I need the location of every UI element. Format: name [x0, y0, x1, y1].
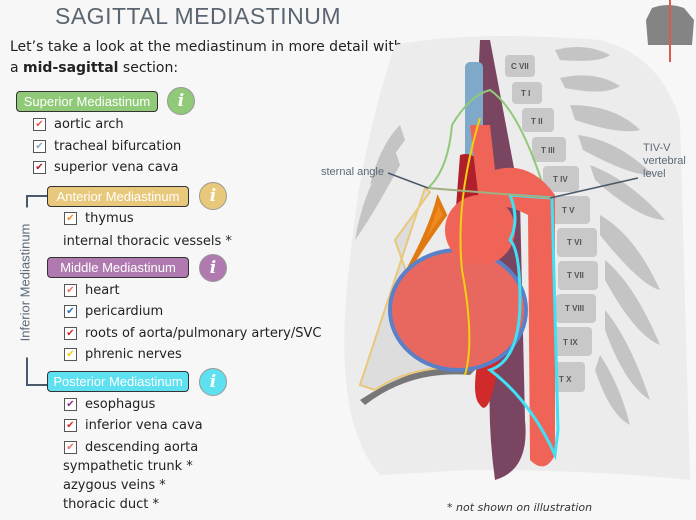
intro-bold: mid-sagittal [23, 60, 119, 76]
item-label: descending aorta [85, 440, 199, 455]
footnote: * not shown on illustration [447, 501, 593, 514]
inferior-mediastinum-label: Inferior Mediastinum [17, 207, 33, 358]
checkbox[interactable]: ✔ [33, 140, 46, 153]
list-item[interactable]: ✔ thymus [64, 211, 134, 226]
list-item[interactable]: ✔ esophagus [64, 397, 155, 412]
item-label: tracheal bifurcation [54, 139, 182, 154]
list-item[interactable]: ✔ descending aorta [64, 440, 198, 455]
list-item[interactable]: ✔ roots of aorta/pulmonary artery/SVC [64, 326, 321, 341]
item-label: inferior vena cava [85, 418, 203, 433]
unshown-item: sympathetic trunk * [63, 459, 193, 474]
list-item[interactable]: ✔ superior vena cava [33, 160, 178, 175]
middle-info-icon[interactable]: i [199, 254, 227, 282]
sternal-angle-plane [427, 187, 553, 199]
vertebra-label: T X [559, 375, 572, 384]
vertebra-label: T V [562, 206, 575, 215]
checkbox[interactable]: ✔ [64, 419, 77, 432]
anterior-info-icon[interactable]: i [199, 182, 227, 210]
checkbox[interactable]: ✔ [64, 348, 77, 361]
checkbox[interactable]: ✔ [64, 398, 77, 411]
checkbox[interactable]: ✔ [64, 284, 77, 297]
item-label: phrenic nerves [85, 347, 182, 362]
item-label: thymus [85, 211, 134, 226]
vertebral-column [505, 55, 598, 392]
vertebra-label: T IV [553, 175, 568, 184]
vertebra-label: T II [531, 117, 543, 126]
list-item[interactable]: ✔ inferior vena cava [64, 418, 203, 433]
item-label: heart [85, 283, 120, 298]
intro-line-2: a mid-sagittal section: [10, 60, 178, 76]
checkbox[interactable]: ✔ [64, 327, 77, 340]
intro-line-1: Let’s take a look at the mediastinum in … [10, 39, 403, 55]
posterior-mediastinum-button[interactable]: Posterior Mediastinum [47, 371, 189, 392]
vertebra-label: T VI [567, 238, 582, 247]
vertebral-level-pointer [549, 177, 639, 199]
list-item[interactable]: ✔ phrenic nerves [64, 347, 182, 362]
list-item[interactable]: ✔ pericardium [64, 304, 163, 319]
superior-mediastinum-button[interactable]: Superior Mediastinum [16, 91, 158, 112]
superior-mediastinum-outline [427, 88, 547, 196]
item-label: roots of aorta/pulmonary artery/SVC [85, 326, 322, 341]
vertebra-label: T III [541, 146, 555, 155]
vertebra-label: T IX [563, 338, 578, 347]
superior-info-icon[interactable]: i [167, 87, 195, 115]
vertebral-level-label: TIV-V vertebral level [643, 142, 686, 181]
anterior-mediastinum-button[interactable]: Anterior Mediastinum [47, 186, 189, 207]
item-label: pericardium [85, 304, 164, 319]
sternal-angle-label: sternal angle [321, 166, 384, 178]
checkbox[interactable]: ✔ [64, 441, 77, 454]
phrenic-nerve [459, 117, 481, 376]
vertebral-level-line: vertebral [643, 155, 686, 167]
middle-mediastinum-button[interactable]: Middle Mediastinum [47, 257, 189, 278]
page-title: SAGITTAL MEDIASTINUM [55, 3, 342, 29]
list-item[interactable]: ✔ heart [64, 283, 120, 298]
item-label: esophagus [85, 397, 156, 412]
item-label: superior vena cava [54, 160, 179, 175]
intro-text: a [10, 60, 24, 76]
checkbox[interactable]: ✔ [64, 305, 77, 318]
list-item[interactable]: ✔ aortic arch [33, 117, 124, 132]
vertebral-level-line: level [643, 168, 666, 180]
posterior-info-icon[interactable]: i [199, 368, 227, 396]
posterior-mediastinum-outline [486, 193, 560, 461]
unshown-item: internal thoracic vessels * [63, 234, 232, 249]
checkbox[interactable]: ✔ [33, 118, 46, 131]
vertebra-label: C VII [511, 62, 529, 71]
thumbnail-torso-icon [646, 0, 694, 62]
item-label: aortic arch [54, 117, 124, 132]
list-item[interactable]: ✔ tracheal bifurcation [33, 139, 181, 154]
checkbox[interactable]: ✔ [64, 212, 77, 225]
vertebra-label: T VIII [565, 304, 584, 313]
sternal-angle-pointer [387, 172, 429, 189]
checkbox[interactable]: ✔ [33, 161, 46, 174]
descending-aorta [470, 125, 555, 467]
vertebra-label: T I [521, 89, 530, 98]
heart [388, 248, 528, 372]
unshown-item: azygous veins * [63, 478, 166, 493]
unshown-item: thoracic duct * [63, 497, 160, 512]
intro-text: section: [118, 60, 179, 76]
vertebra-label: T VII [567, 271, 584, 280]
vertebral-level-line: TIV-V [643, 142, 671, 154]
